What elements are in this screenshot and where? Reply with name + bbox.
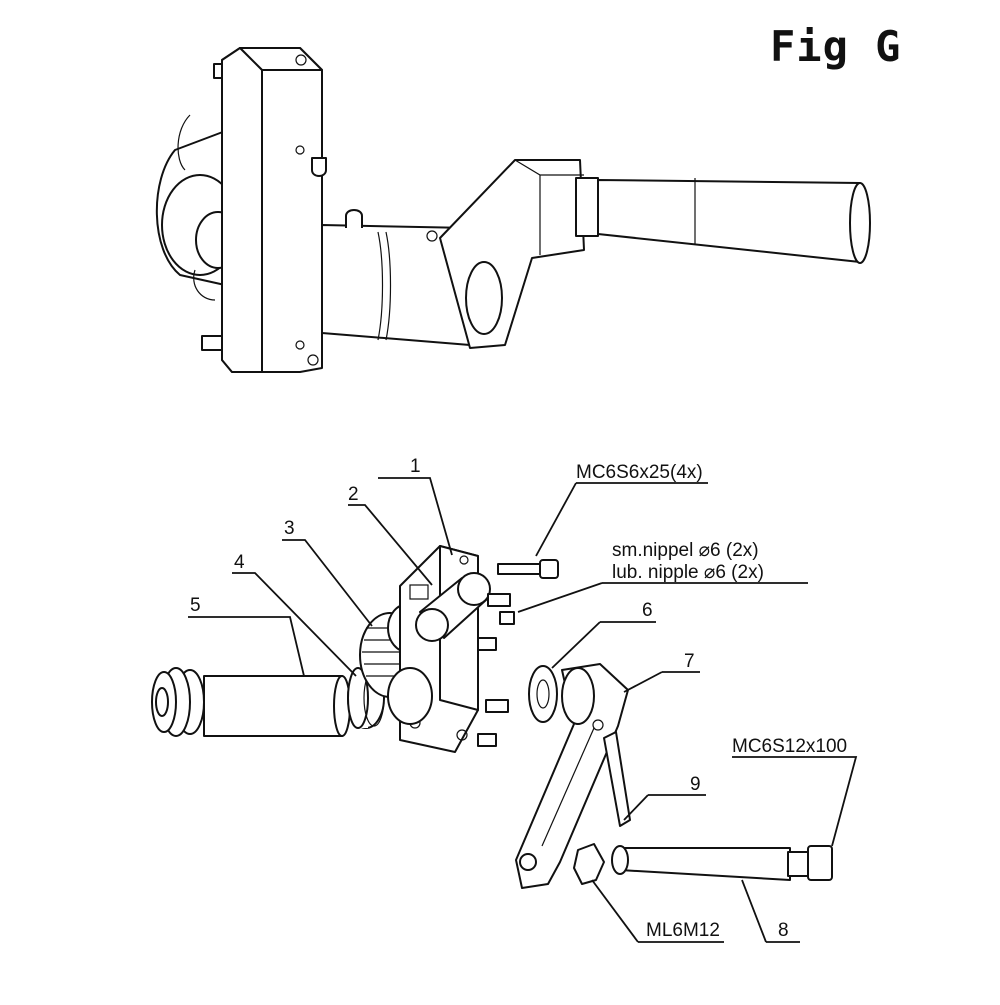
screw-mc6s6x25: [497, 559, 559, 579]
exploded-view: 1 2 3 4 5 6 7 8 9 MC6S6x25(4x) sm.nippel…: [151, 456, 858, 943]
label-8: 8: [778, 920, 789, 941]
label-3: 3: [284, 518, 295, 539]
assembled-crank-arm: [439, 159, 585, 349]
assembled-housing: [221, 47, 323, 373]
label-7: 7: [684, 651, 695, 672]
label-9: 9: [690, 774, 701, 795]
figure-title: Fig G: [770, 22, 902, 71]
part-8-handle: [611, 845, 833, 881]
label-nut-ml6m12: ML6M12: [646, 920, 720, 941]
leader-lines: [188, 477, 858, 943]
label-nipple-en: lub. nipple ⌀6 (2x): [612, 562, 764, 583]
label-2: 2: [348, 484, 359, 505]
part-5-worm-shaft: [151, 667, 351, 737]
assembled-view: [155, 47, 871, 373]
part-labels: 1 2 3 4 5 6 7 8 9 MC6S6x25(4x) sm.nippel…: [190, 456, 847, 941]
part-6-washer: [528, 665, 558, 723]
label-screw-mc6s12x100: MC6S12x100: [732, 736, 847, 757]
part-9-pin: [603, 731, 631, 827]
nut-ml6m12: [573, 843, 605, 885]
label-1: 1: [410, 456, 421, 477]
label-4: 4: [234, 552, 245, 573]
housing-screws: [477, 593, 515, 747]
label-5: 5: [190, 595, 201, 616]
label-screw-mc6s6x25: MC6S6x25(4x): [576, 462, 703, 483]
part-7-crank: [515, 663, 629, 889]
assembled-handle: [575, 177, 871, 264]
part-2-pin: [415, 572, 491, 642]
label-nipple-nl: sm.nippel ⌀6 (2x): [612, 540, 759, 561]
label-6: 6: [642, 600, 653, 621]
assembled-nipple-1: [311, 157, 327, 177]
